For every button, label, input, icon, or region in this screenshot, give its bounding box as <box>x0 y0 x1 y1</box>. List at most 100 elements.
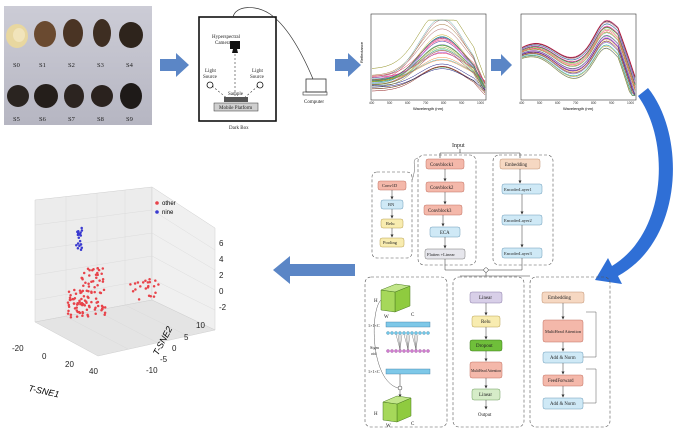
tsne-point <box>101 280 105 283</box>
tsne-point <box>88 274 91 277</box>
proc-xtick: 800 <box>591 101 597 105</box>
tsne-point <box>93 290 96 294</box>
tsne-point <box>80 229 84 232</box>
tsne-plot: other nine 6 4 2 0 -2 10 5 0 -5 -10 -20 … <box>12 186 227 399</box>
proc-xtick: 600 <box>555 101 561 105</box>
sample-label: S4 <box>126 62 134 69</box>
raw-spectrum-curve <box>371 28 486 84</box>
proc-xtick: 500 <box>537 101 543 105</box>
tsne-point <box>96 300 100 304</box>
tsne-point <box>103 313 106 317</box>
tsne-point <box>86 295 89 298</box>
tsne-point <box>73 288 76 292</box>
tsne-point <box>85 301 88 305</box>
raw-spectrum-curve <box>371 48 486 92</box>
tsne-point <box>96 271 99 275</box>
tsne-ztick: -2 <box>219 303 227 312</box>
tsne-point <box>152 284 156 288</box>
concat-icon <box>483 267 489 273</box>
dim-label: 1×1×C <box>368 323 380 328</box>
box-label: Dark Box <box>229 126 249 131</box>
tsne-point <box>75 306 78 309</box>
raw-spectra-plot: Reflectance Wavelength (nm) 400 500 600 … <box>359 13 487 111</box>
pooling-label: Pooling <box>383 240 398 245</box>
raw-xtick: 1000 <box>477 101 484 105</box>
processed-spectrum-curve <box>521 47 635 96</box>
tsne-point <box>149 294 152 298</box>
tsne-point <box>94 312 97 316</box>
tsne-ztick: 6 <box>219 239 224 248</box>
tsne-point <box>84 281 87 284</box>
convblock2-label: Convblock2 <box>430 186 454 191</box>
tsne-point <box>102 288 106 292</box>
eca-neuron <box>422 349 426 353</box>
tsne-point <box>73 296 77 300</box>
embedding-label: Embedding <box>548 296 572 301</box>
tsne-point <box>83 299 87 302</box>
light-label: Source <box>250 75 265 80</box>
tsne-point <box>81 314 84 318</box>
tsne-ztick: 2 <box>219 271 224 280</box>
raw-ylabel: Reflectance <box>359 41 364 63</box>
raw-spectrum-curve <box>371 36 486 88</box>
eca-neuron <box>426 331 430 335</box>
tsne-point <box>157 283 160 286</box>
encoder-detail-box <box>529 276 611 428</box>
tsne-point <box>96 304 100 308</box>
eca-neuron <box>418 331 422 335</box>
cube-c-label: C <box>411 313 415 318</box>
output-label: Output <box>478 413 492 418</box>
tsne-point <box>95 276 98 280</box>
bn-label: BN <box>388 202 395 207</box>
tsne-point <box>98 291 102 294</box>
conv-branch-box <box>417 154 477 266</box>
sample-specimens <box>6 19 143 109</box>
sample-label: S9 <box>126 116 133 123</box>
convblock1-label: Convblock1 <box>430 163 454 168</box>
linear-label: Linear <box>479 296 492 301</box>
tsne-xlabel: T-SNE1 <box>28 383 61 399</box>
tsne-legend: other nine <box>155 201 176 216</box>
raw-spectrum-curve <box>372 68 486 91</box>
tsne-point <box>85 308 89 311</box>
tsne-ytick: -10 <box>146 366 158 375</box>
tsne-point <box>101 277 105 281</box>
computer-label: Computer <box>304 100 324 105</box>
tsne-point <box>85 289 89 293</box>
tsne-point <box>78 299 81 303</box>
tsne-point <box>90 300 93 304</box>
tsne-point <box>79 248 83 251</box>
processed-spectrum-curve <box>521 41 636 96</box>
legend-nine-marker <box>155 210 159 214</box>
eca-neuron <box>414 349 418 353</box>
raw-spectrum-curve <box>371 66 486 93</box>
eca-neuron <box>418 349 422 353</box>
tsne-point <box>76 302 79 305</box>
processed-spectrum-curve <box>521 37 636 96</box>
eca-neuron <box>422 331 426 335</box>
raw-spectrum-curve <box>371 46 486 92</box>
raw-spectrum-curve <box>371 24 486 84</box>
processed-spectrum-curve <box>521 25 636 83</box>
dropout-label: Dropout <box>476 344 493 349</box>
eca-neuron <box>386 331 390 335</box>
tsne-point <box>76 247 80 250</box>
processed-spectrum-curve <box>521 39 636 96</box>
cube-w-label: W <box>384 315 389 320</box>
tsne-point <box>96 267 99 270</box>
tsne-point <box>94 297 98 300</box>
cube-w-label: W <box>386 424 391 429</box>
tsne-point <box>133 282 137 285</box>
tsne-point <box>67 309 70 313</box>
tsne-point <box>78 289 82 292</box>
tsne-ztick: 0 <box>219 287 224 296</box>
proc-xtick: 700 <box>573 101 579 105</box>
tsne-point <box>101 267 105 270</box>
eca-neuron <box>386 349 390 353</box>
tsne-point <box>76 242 80 245</box>
flow-arrow-1 <box>160 53 189 77</box>
encoder-branch-box <box>492 154 554 266</box>
tsne-point <box>77 236 81 239</box>
processed-spectrum-curve <box>521 40 636 96</box>
